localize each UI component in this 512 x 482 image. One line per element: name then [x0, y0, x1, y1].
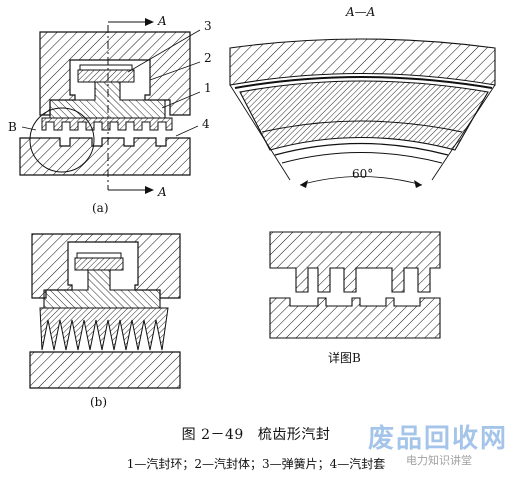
label-detail-b: B — [8, 120, 17, 134]
label-angle: 60° — [352, 167, 373, 181]
seal-ring-head-b — [74, 257, 124, 271]
label-sub-b: (b) — [90, 395, 107, 409]
label-a-top: A — [157, 14, 167, 28]
figure-b: (b) — [29, 233, 181, 409]
figure-legend: 1—汽封环；2—汽封体；3—弹簧片；4—汽封套 — [126, 457, 386, 471]
detail-b-label: 详图B — [328, 350, 361, 365]
detail-b-lower — [269, 297, 441, 339]
watermark-subtext: 电力知识讲堂 — [406, 454, 472, 467]
sleeve-arc-2 — [281, 152, 443, 164]
leader-4 — [175, 125, 199, 137]
shaft-sleeve-a — [19, 137, 191, 176]
section-title: A—A — [345, 5, 376, 19]
leader-B — [21, 126, 37, 131]
caption-number: 图 2－49 — [181, 427, 244, 443]
ring-arc-inner — [261, 120, 463, 133]
label-part-4: 4 — [202, 117, 210, 131]
caption-title: 梳齿形汽封 — [257, 427, 331, 443]
arrow-head-top — [145, 18, 154, 26]
casing-arc — [229, 38, 496, 86]
seal-ring-head-a — [77, 69, 135, 83]
spring-plate-a — [79, 64, 133, 71]
watermark-logo: 废品回收网 — [367, 424, 508, 454]
detail-b-upper — [269, 231, 441, 293]
label-part-3: 3 — [204, 19, 212, 33]
ring-arc — [239, 80, 489, 151]
label-a-bottom: A — [157, 185, 167, 199]
angle-arrow-right — [414, 180, 422, 188]
shaft-b — [29, 351, 181, 389]
label-part-2: 2 — [204, 51, 212, 65]
detail-b: 详图B — [269, 231, 441, 365]
figure-caption: 图 2－49 梳齿形汽封 — [0, 424, 512, 444]
radial-right — [431, 84, 496, 181]
section-a-a: A—A 60° — [229, 5, 496, 188]
detail-b-circle — [29, 107, 95, 173]
label-part-1: 1 — [204, 81, 212, 95]
angle-arrow-left — [300, 180, 308, 188]
leader-2 — [149, 61, 201, 81]
label-sub-a: (a) — [92, 201, 109, 215]
spring-plate-b — [76, 252, 122, 259]
spring-arc — [234, 76, 493, 89]
leader-3 — [127, 29, 201, 73]
radial-left — [229, 84, 291, 181]
figure-a: A A 3 2 1 4 B (a) — [8, 14, 212, 215]
leader-1 — [161, 91, 201, 109]
sleeve-arc-1 — [274, 142, 449, 156]
seal-teeth-b — [39, 307, 169, 351]
angle-arc — [299, 176, 423, 186]
arrow-head-bottom — [145, 186, 154, 194]
seal-teeth-a — [41, 117, 173, 131]
